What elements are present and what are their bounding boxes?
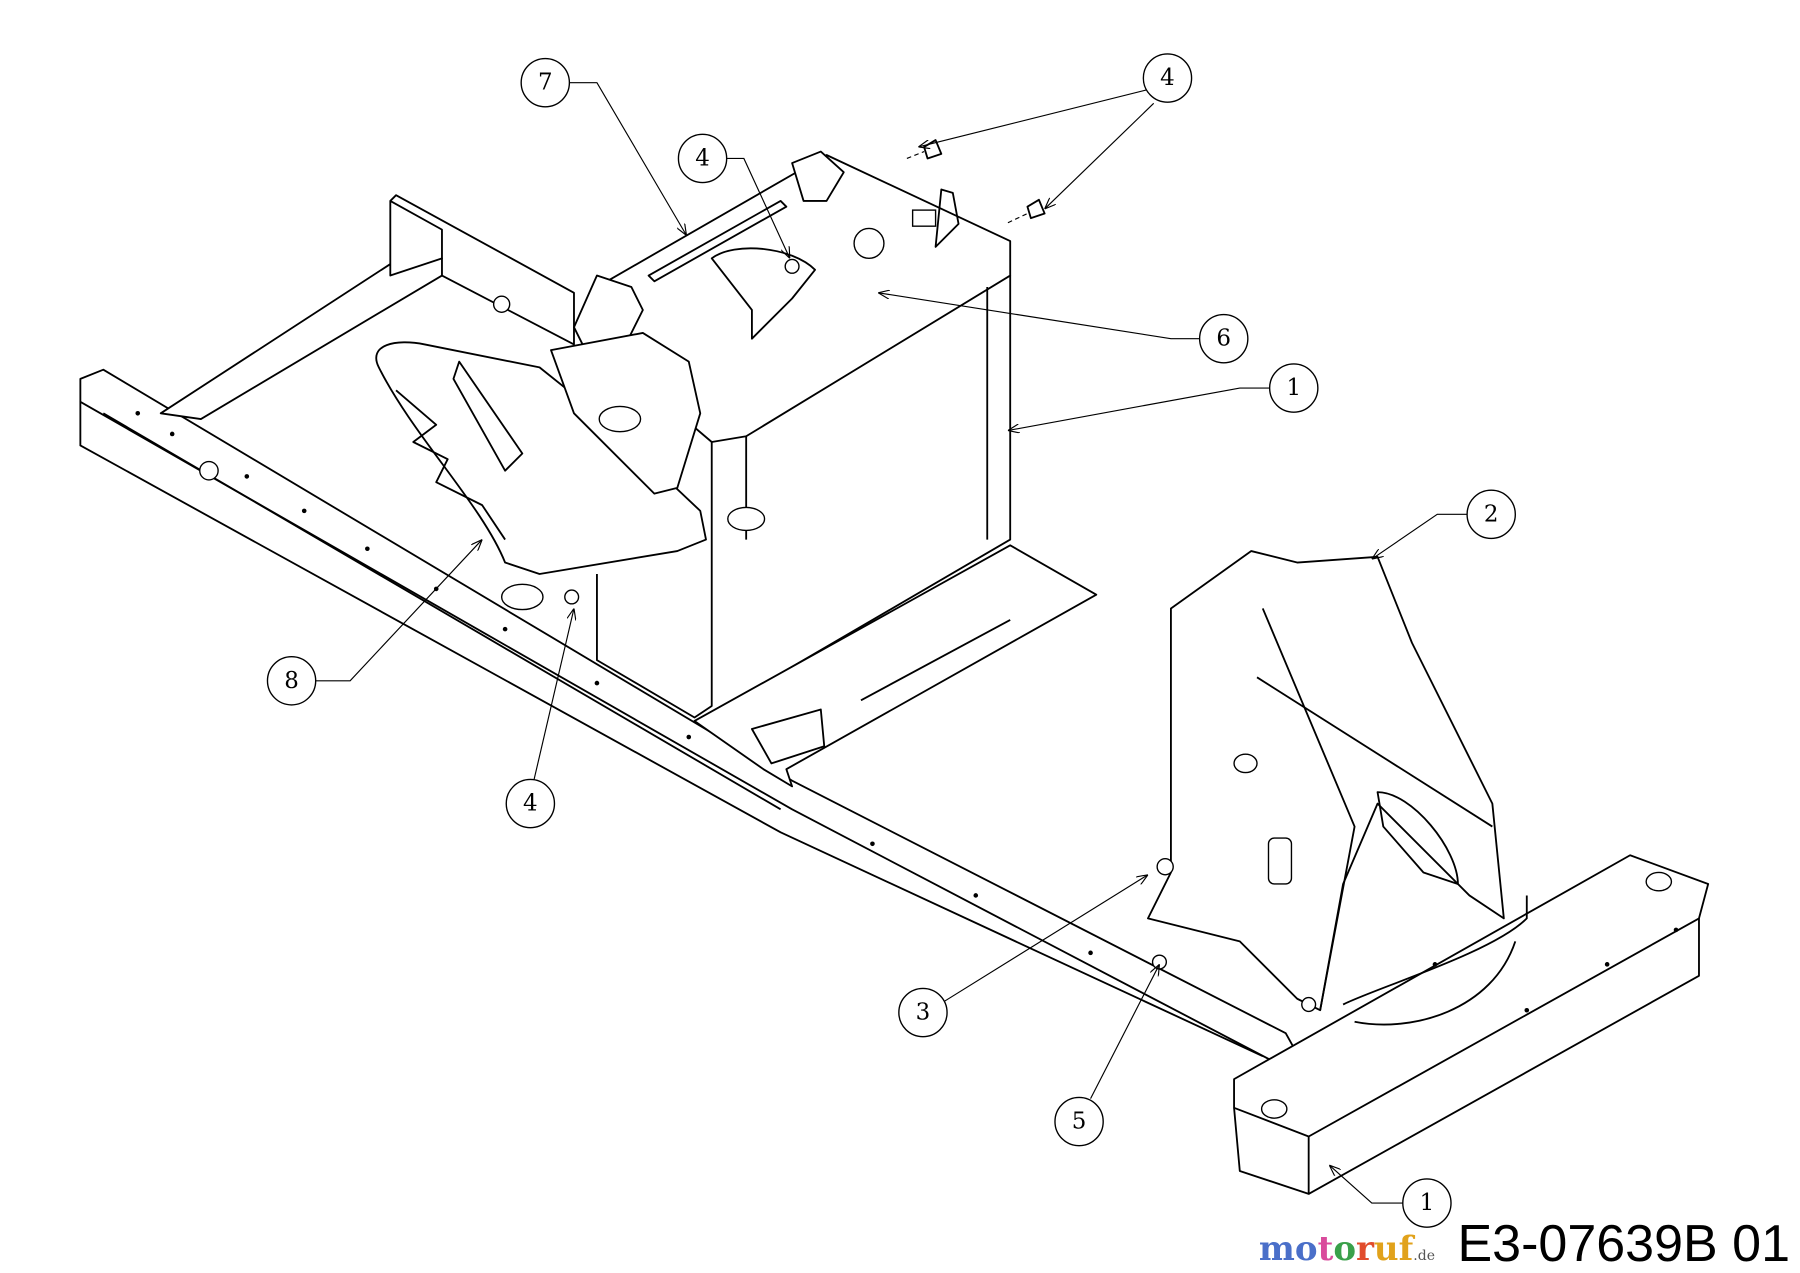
callout-6: 6: [1198, 313, 1249, 364]
callout-4-mid: 4: [677, 133, 728, 184]
frame-drawing: [79, 139, 1710, 1195]
callout-2: 2: [1466, 489, 1516, 540]
drawing-number: E3-07639B 01: [1457, 1215, 1791, 1273]
svg-text:7: 7: [538, 70, 553, 96]
watermark-logo: motoruf.de: [1258, 1229, 1435, 1269]
svg-text:4: 4: [695, 145, 710, 171]
svg-text:3: 3: [916, 1000, 931, 1026]
callout-3: 3: [898, 987, 948, 1038]
leader-lines: [315, 82, 1468, 1204]
svg-text:2: 2: [1484, 501, 1499, 527]
callout-5: 5: [1054, 1096, 1104, 1147]
callout-1-upper: 1: [1268, 363, 1319, 413]
svg-text:1: 1: [1420, 1190, 1435, 1216]
callout-8: 8: [266, 655, 317, 706]
svg-text:5: 5: [1072, 1109, 1087, 1135]
callout-4-lower: 4: [505, 778, 556, 829]
svg-text:8: 8: [284, 668, 299, 694]
callout-1-lower: 1: [1402, 1178, 1452, 1228]
svg-text:4: 4: [1160, 65, 1175, 91]
callout-4-top: 4: [1142, 53, 1193, 103]
svg-text:1: 1: [1286, 375, 1301, 401]
svg-text:4: 4: [523, 791, 538, 817]
callout-7: 7: [520, 57, 571, 108]
svg-text:6: 6: [1216, 326, 1231, 352]
